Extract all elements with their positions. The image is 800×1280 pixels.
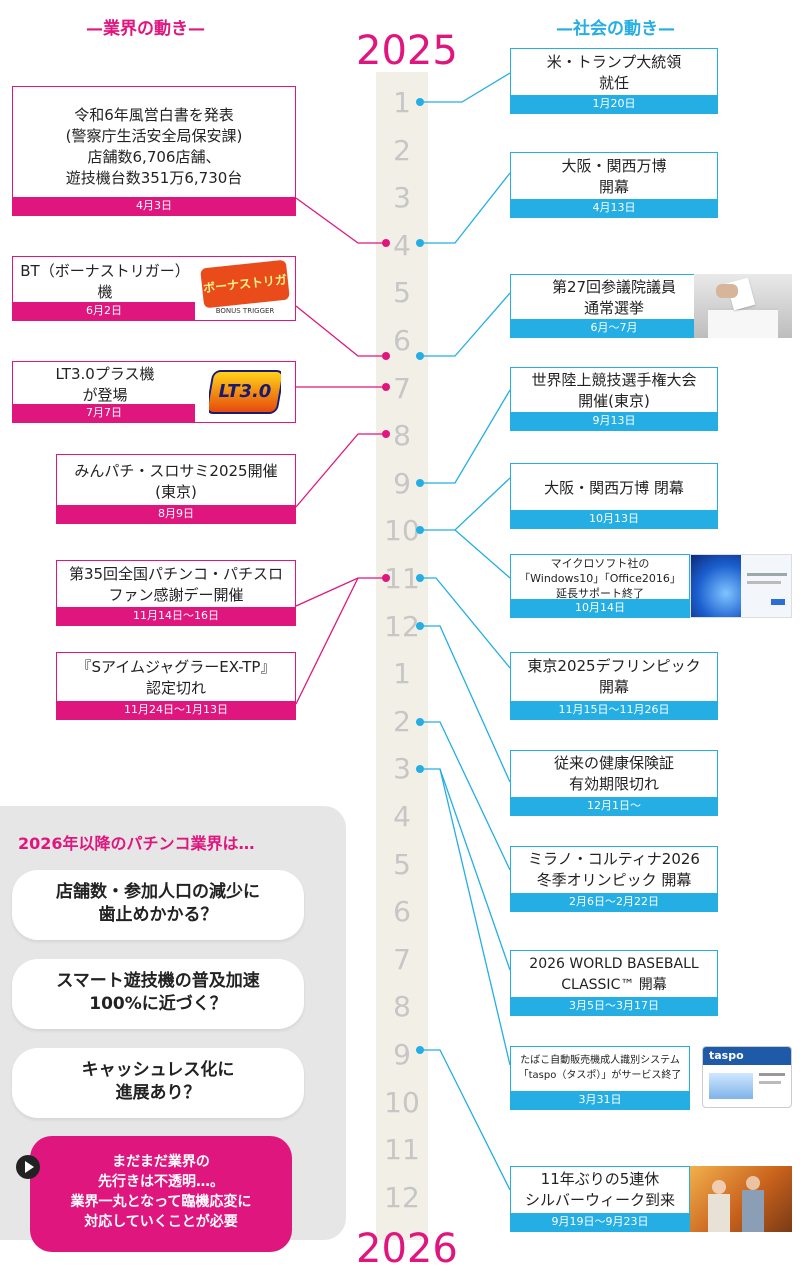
month-label: 4 xyxy=(393,800,411,833)
society-event-taspo: たばこ自動販売機成人識別システム 「taspo（タスポ）」がサービス終了 3月3… xyxy=(510,1046,690,1110)
outlook-panel: 2026年以降のパチンコ業界は… 店舗数・参加人口の減少に 歯止めかかる？ スマ… xyxy=(0,806,346,1252)
event-date: 3月31日 xyxy=(511,1091,689,1109)
society-event-silver-week: 11年ぶりの5連休 シルバーウィーク到来 9月19日～9月23日 xyxy=(510,1166,690,1232)
event-date: 11月24日～1月13日 xyxy=(57,701,295,719)
industry-event-white-paper: 令和6年風営白書を発表 (警察庁生活安全局保安課) 店舗数6,706店舗、 遊技… xyxy=(12,86,296,216)
month-label: 7 xyxy=(393,371,411,405)
month-label: 3 xyxy=(393,752,411,786)
year-start: 2025 xyxy=(356,28,458,74)
month-label: 12 xyxy=(384,1180,420,1214)
society-header: —社会の動き— xyxy=(556,19,675,39)
event-date: 11月15日～11月26日 xyxy=(511,701,717,719)
event-text: 従来の健康保険証 有効期限切れ xyxy=(553,754,674,793)
travel-photo xyxy=(690,1166,792,1232)
year-end: 2026 xyxy=(356,1226,458,1272)
event-date: 4月13日 xyxy=(511,199,717,217)
society-event-deaflympics: 東京2025デフリンピック 開幕 11月15日～11月26日 xyxy=(510,652,718,720)
month-label: 6 xyxy=(393,895,411,929)
arrow-icon xyxy=(16,1155,40,1179)
event-date: 10月14日 xyxy=(511,599,689,617)
society-event-athletics: 世界陸上競技選手権大会 開催(東京) 9月13日 xyxy=(510,367,718,431)
month-label: 2 xyxy=(393,133,411,167)
outlook-item-smart: スマート遊技機の普及加速 100%に近づく？ xyxy=(12,959,304,1029)
outlook-title: 2026年以降のパチンコ業界は… xyxy=(18,834,255,853)
event-text: マイクロソフト社の 「Windows10」「Office2016」 延長サポート… xyxy=(519,557,681,600)
event-text: 東京2025デフリンピック 開幕 xyxy=(527,657,701,696)
month-label: 11 xyxy=(384,562,420,595)
event-date: 6月～7月 xyxy=(511,319,717,337)
event-text: 第27回参議院議員 通常選挙 xyxy=(551,278,677,317)
event-date: 8月9日 xyxy=(57,505,295,523)
event-date: 11月14日～16日 xyxy=(57,607,295,625)
month-label: 4 xyxy=(393,228,411,262)
society-event-windows: マイクロソフト社の 「Windows10」「Office2016」 延長サポート… xyxy=(510,554,690,618)
event-text: 『SアイムジャグラーEX-TP』 認定切れ xyxy=(76,658,276,697)
event-text: たばこ自動販売機成人識別システム 「taspo（タスポ）」がサービス終了 xyxy=(518,1055,682,1081)
society-event-olympics: ミラノ・コルティナ2026 冬季オリンピック 開幕 2月6日～2月22日 xyxy=(510,846,718,912)
lt-logo: LT3.0 xyxy=(209,370,281,414)
event-text: みんパチ・スロサミ2025開催 (東京) xyxy=(74,462,278,501)
event-text: 大阪・関西万博 閉幕 xyxy=(544,479,684,497)
outlook-item-cashless: キャッシュレス化に 進展あり？ xyxy=(12,1048,304,1118)
industry-event-minpachi: みんパチ・スロサミ2025開催 (東京) 8月9日 xyxy=(56,454,296,524)
month-label: 5 xyxy=(393,847,411,881)
society-event-expo-close: 大阪・関西万博 閉幕 10月13日 xyxy=(510,463,718,529)
event-text: 第35回全国パチンコ・パチスロ ファン感謝デー開催 xyxy=(68,565,284,604)
event-text: LT3.0プラス機 が登場 xyxy=(55,365,155,404)
ballot-box-photo xyxy=(694,274,792,338)
event-text: 11年ぶりの5連休 シルバーウィーク到来 xyxy=(524,1170,675,1209)
society-event-trump: 米・トランプ大統領 就任 1月20日 xyxy=(510,48,718,114)
month-label: 6 xyxy=(393,324,411,357)
month-label: 3 xyxy=(393,181,411,215)
society-event-election: 第27回参議院議員 通常選挙 6月～7月 xyxy=(510,274,718,338)
event-text: 大阪・関西万博 開幕 xyxy=(561,157,667,196)
industry-event-fan-day: 第35回全国パチンコ・パチスロ ファン感謝デー開催 11月14日～16日 xyxy=(56,560,296,626)
society-event-expo-open: 大阪・関西万博 開幕 4月13日 xyxy=(510,152,718,218)
industry-event-bt: BT（ボーナストリガー）機 が登場 6月2日 ボーナストリガー BONUS TR… xyxy=(12,256,296,322)
society-event-insurance: 従来の健康保険証 有効期限切れ 12月1日～ xyxy=(510,750,718,816)
event-date: 3月5日～3月17日 xyxy=(511,997,717,1015)
event-date: 4月3日 xyxy=(13,197,295,215)
industry-event-juggler: 『SアイムジャグラーEX-TP』 認定切れ 11月24日～1月13日 xyxy=(56,652,296,720)
month-label: 5 xyxy=(393,276,411,310)
outlook-conclusion: まだまだ業界の 先行きは不透明…。 業界一丸となって臨機応変に 対応していくこと… xyxy=(30,1136,292,1252)
month-label: 8 xyxy=(393,990,411,1024)
event-date: 2月6日～2月22日 xyxy=(511,893,717,911)
event-date: 9月13日 xyxy=(511,412,717,430)
bonus-trigger-logo: ボーナストリガー BONUS TRIGGER xyxy=(198,260,292,318)
month-label: 10 xyxy=(384,1085,420,1119)
society-event-wbc: 2026 WORLD BASEBALL CLASSIC™ 開幕 3月5日～3月1… xyxy=(510,950,718,1016)
industry-event-lt: LT3.0プラス機 が登場 7月7日 LT3.0 xyxy=(12,361,296,423)
event-date: 6月2日 xyxy=(13,302,195,320)
event-text: 世界陸上競技選手権大会 開催(東京) xyxy=(531,371,697,410)
month-label: 8 xyxy=(393,419,411,453)
month-label: 2 xyxy=(393,704,411,738)
month-label: 9 xyxy=(393,466,411,500)
windows-screenshot xyxy=(690,554,792,618)
event-text: 令和6年風営白書を発表 (警察庁生活安全局保安課) 店舗数6,706店舗、 遊技… xyxy=(65,106,243,187)
event-date: 7月7日 xyxy=(13,404,195,422)
month-label: 1 xyxy=(393,86,411,119)
month-label: 9 xyxy=(393,1038,411,1071)
event-date: 9月19日～9月23日 xyxy=(511,1213,689,1231)
month-label: 12 xyxy=(384,609,420,643)
event-date: 1月20日 xyxy=(511,95,717,113)
industry-header: —業界の動き— xyxy=(86,19,205,39)
month-label: 10 xyxy=(384,514,420,548)
month-label: 11 xyxy=(384,1133,420,1167)
month-label: 1 xyxy=(393,657,411,691)
taspo-card: taspo xyxy=(702,1046,792,1108)
event-text: 2026 WORLD BASEBALL CLASSIC™ 開幕 xyxy=(529,956,699,993)
event-date: 12月1日～ xyxy=(511,797,717,815)
event-date: 10月13日 xyxy=(511,510,717,528)
timeline-band xyxy=(376,72,428,1240)
outlook-item-stores: 店舗数・参加人口の減少に 歯止めかかる？ xyxy=(12,870,304,940)
event-text: ミラノ・コルティナ2026 冬季オリンピック 開幕 xyxy=(528,850,700,889)
month-label: 7 xyxy=(393,942,411,976)
event-text: 米・トランプ大統領 就任 xyxy=(546,53,682,92)
